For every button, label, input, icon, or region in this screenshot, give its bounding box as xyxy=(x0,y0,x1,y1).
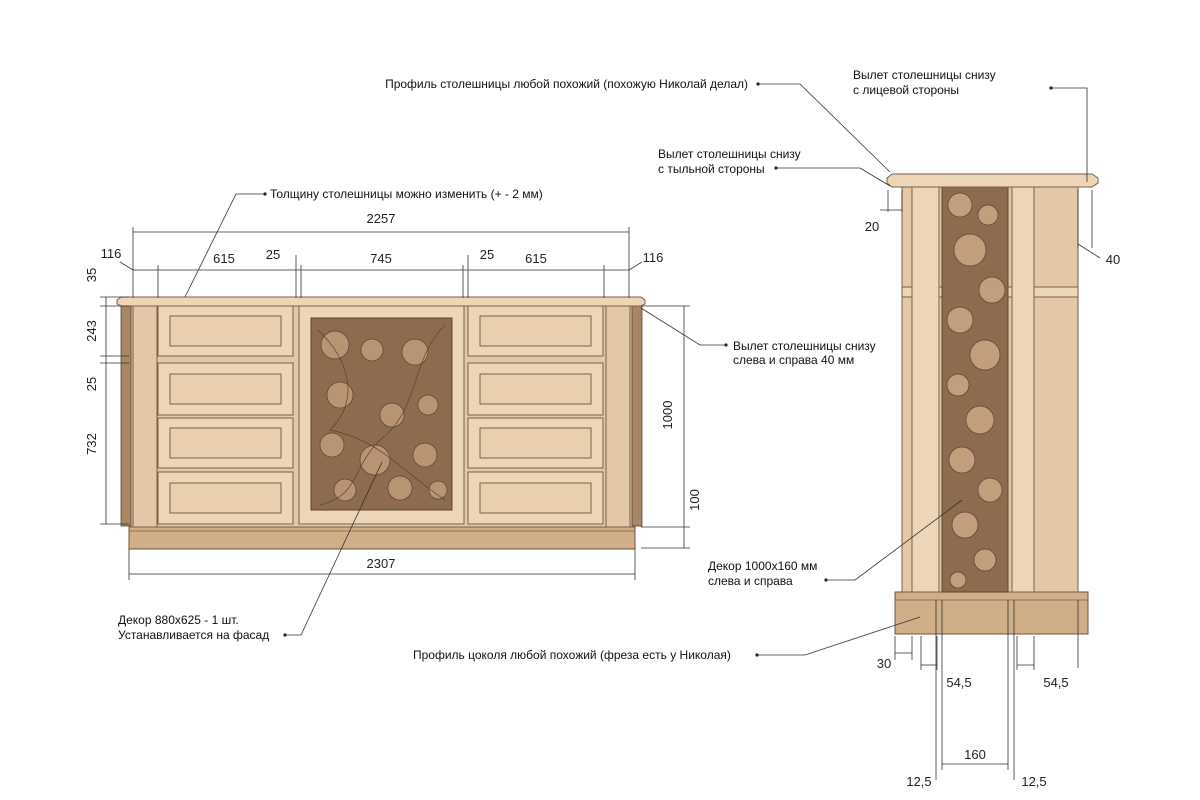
note-back-overhang-1: Вылет столешницы снизу xyxy=(658,147,801,161)
dim-right-12: 12,5 xyxy=(1021,774,1046,789)
dim-drawer-right: 615 xyxy=(525,251,547,266)
note-back-overhang-2: с тыльной стороны xyxy=(658,162,765,176)
dim-gap-right: 25 xyxy=(480,247,494,262)
left-drawer-column xyxy=(157,305,294,525)
dim-side-right: 116 xyxy=(643,250,664,265)
grape-decor-carving xyxy=(317,324,448,506)
right-pilaster-carving xyxy=(631,305,643,527)
dim-plinth: 100 xyxy=(687,489,702,511)
side-decor-carving xyxy=(946,192,1006,589)
note-front-overhang-2: с лицевой стороны xyxy=(853,83,959,97)
dim-side-left: 116 xyxy=(101,246,122,261)
note-side-decor-2: слева и справа xyxy=(708,574,793,588)
dim-plinth-offset: 30 xyxy=(877,656,891,671)
side-dimensions: 20 40 30 54,5 54,5 160 12,5 12,5 xyxy=(865,190,1120,789)
left-pilaster-carving xyxy=(120,305,132,527)
dim-drawer-left: 615 xyxy=(213,251,235,266)
dim-drawer-gap: 25 xyxy=(84,377,99,391)
dim-right-54: 54,5 xyxy=(1043,675,1068,690)
note-decor-1: Декор 880х625 - 1 шт. xyxy=(118,613,239,627)
note-decor-2: Устанавливается на фасад xyxy=(118,628,269,642)
side-plinth xyxy=(894,591,1089,635)
dim-gap-left: 25 xyxy=(266,247,280,262)
dim-left-12: 12,5 xyxy=(906,774,931,789)
note-top-thickness: Толщину столешницы можно изменить (+ - 2… xyxy=(270,187,543,201)
note-side-decor-1: Декор 1000х160 мм xyxy=(708,559,817,573)
dim-center: 745 xyxy=(370,251,392,266)
note-overhang-sides-2: слева и справа 40 мм xyxy=(733,353,854,367)
note-plinth-profile: Профиль цоколя любой похожий (фреза есть… xyxy=(413,648,731,662)
dim-top-thickness: 35 xyxy=(84,268,99,282)
right-stile xyxy=(605,305,631,528)
note-front-overhang-1: Вылет столешницы снизу xyxy=(853,68,996,82)
left-stile xyxy=(132,305,158,528)
side-countertop xyxy=(886,173,1099,188)
note-overhang-sides-1: Вылет столешницы снизу xyxy=(733,339,876,353)
dim-overall-top: 2257 xyxy=(367,211,396,226)
dim-decor-width: 160 xyxy=(964,747,986,762)
dim-front-overhang: 40 xyxy=(1106,252,1120,267)
right-drawer-column xyxy=(467,305,604,525)
dim-left-54: 54,5 xyxy=(946,675,971,690)
dim-overall-bottom: 2307 xyxy=(367,556,396,571)
dim-lower-drawers: 732 xyxy=(84,433,99,455)
front-dimensions: 2257 116 615 25 745 25 615 116 35 243 25… xyxy=(84,211,702,580)
front-countertop xyxy=(116,296,646,307)
dim-top-drawer: 243 xyxy=(84,320,99,342)
side-notes: Профиль столешницы любой похожий (похожу… xyxy=(385,68,1088,662)
front-view xyxy=(116,296,646,550)
note-top-profile: Профиль столешницы любой похожий (похожу… xyxy=(385,77,748,91)
front-notes: Толщину столешницы можно изменить (+ - 2… xyxy=(118,187,876,642)
front-plinth xyxy=(128,526,636,550)
dim-back-overhang: 20 xyxy=(865,219,879,234)
side-view xyxy=(886,173,1099,635)
dim-total-height: 1000 xyxy=(660,401,675,430)
